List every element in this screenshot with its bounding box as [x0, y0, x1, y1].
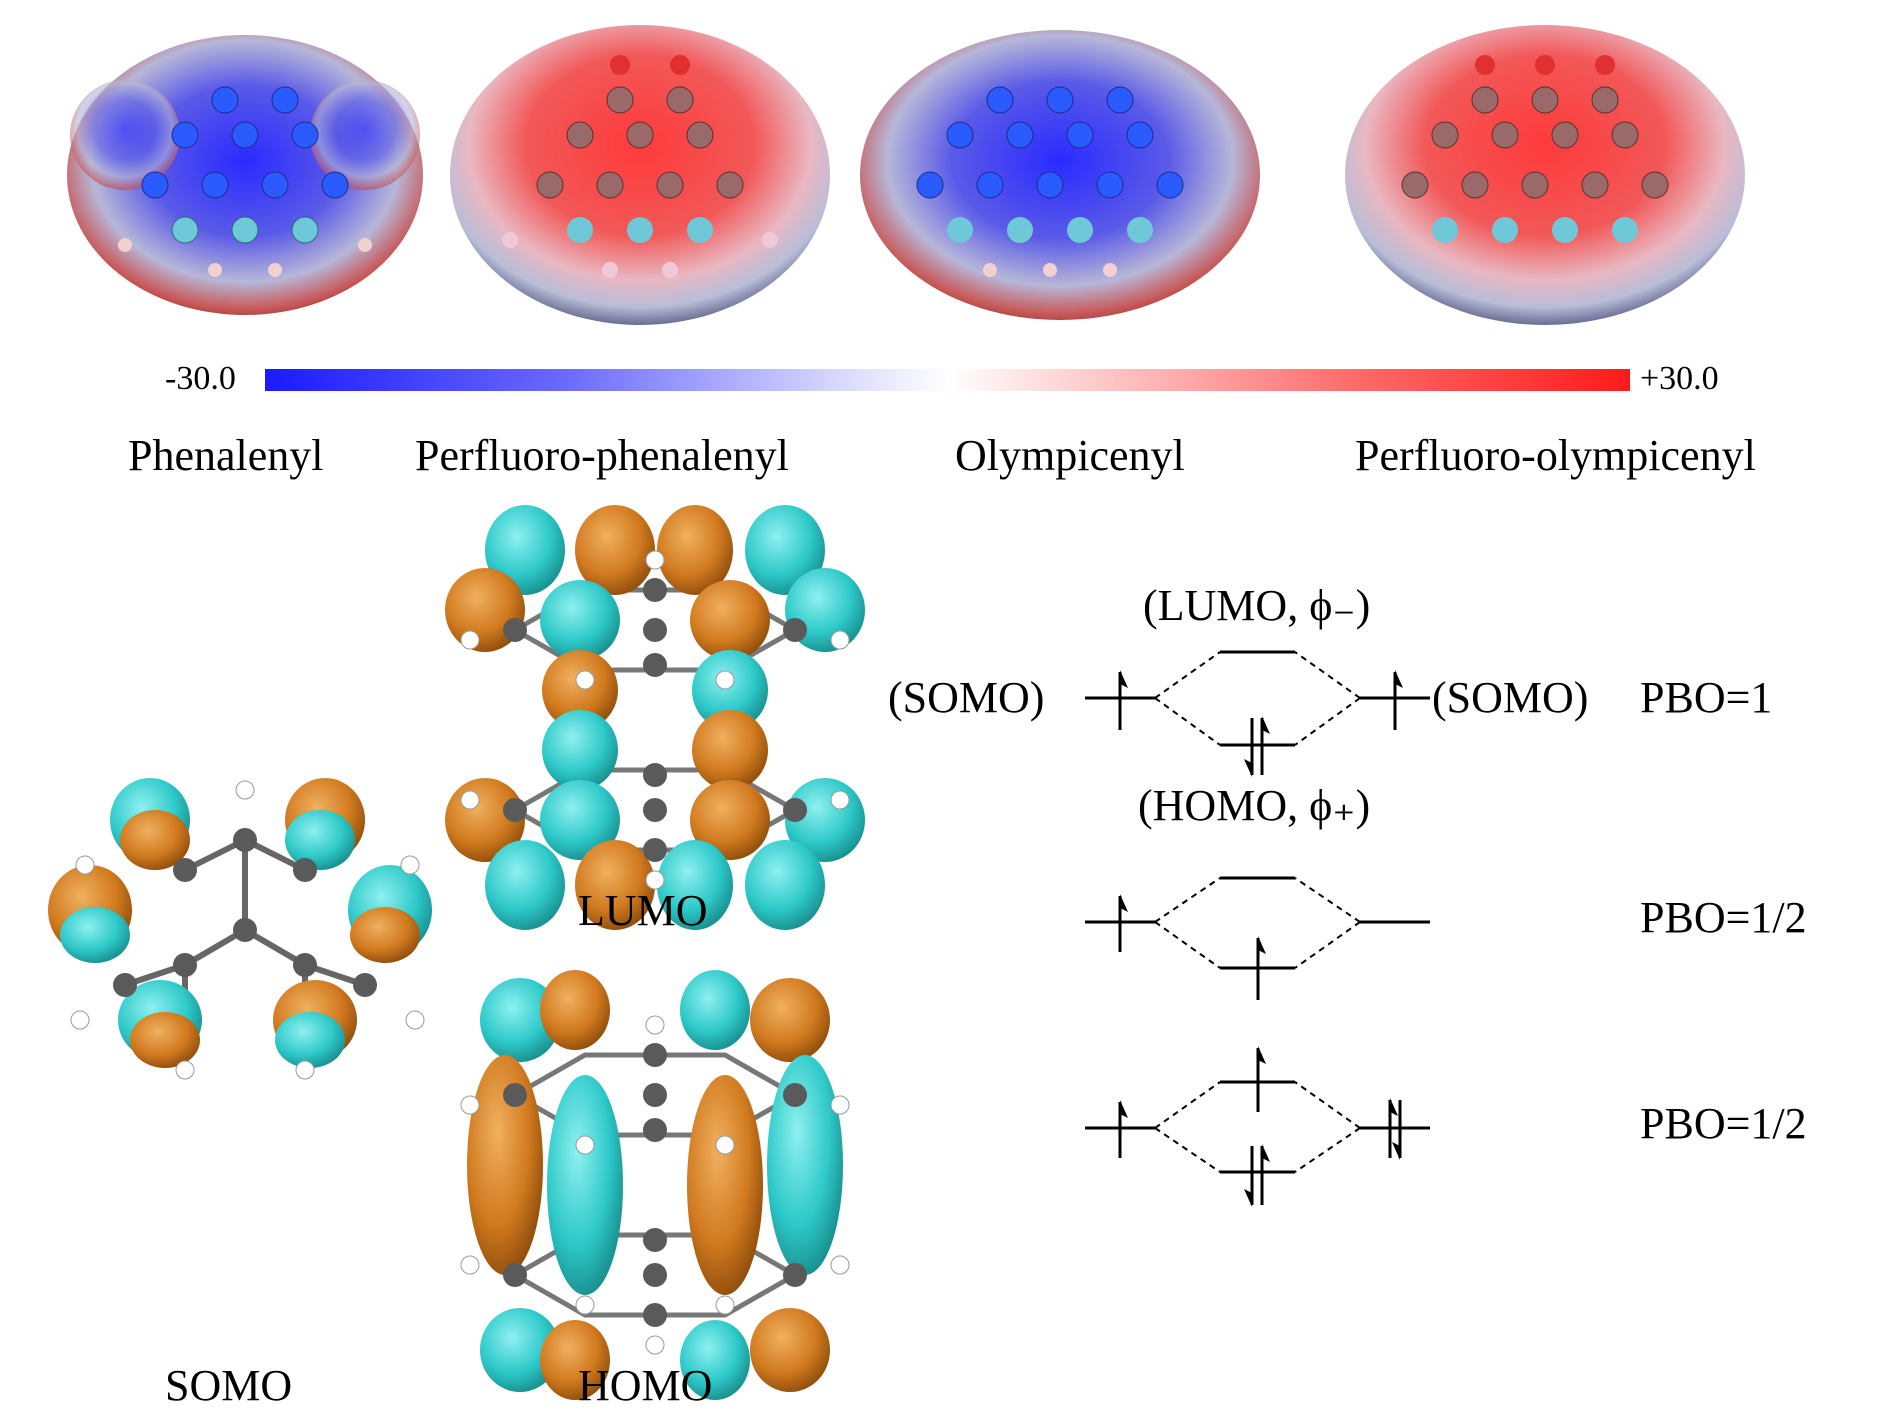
scale-min-label: -30.0	[165, 360, 236, 397]
mo-diagram-pbo-1	[1085, 650, 1430, 775]
molecule-label-olympicenyl: Olympicenyl	[955, 431, 1185, 480]
esp-maps-row	[67, 25, 1745, 325]
mo-diagram-pbo-half-a	[1085, 876, 1430, 1000]
pbo-label-2: PBO=1/2	[1640, 893, 1807, 942]
homo-label: HOMO	[578, 1361, 713, 1410]
homo-orbital	[460, 970, 850, 1400]
homo-phi-plus-label: (HOMO, ϕ₊)	[1138, 781, 1371, 830]
somo-orbital	[48, 778, 432, 1080]
somo-right-label: (SOMO)	[1432, 673, 1589, 722]
molecule-label-phenalenyl: Phenalenyl	[128, 431, 324, 480]
scale-max-label: +30.0	[1640, 360, 1719, 397]
mo-diagram-pbo-half-b	[1085, 1048, 1430, 1205]
pbo-label-3: PBO=1/2	[1640, 1099, 1807, 1148]
orbital-renderings	[48, 505, 865, 1400]
molecule-label-perfluoro-phenalenyl: Perfluoro-phenalenyl	[415, 431, 789, 480]
lumo-phi-minus-label: (LUMO, ϕ₋)	[1143, 581, 1371, 630]
molecule-label-perfluoro-olympicenyl: Perfluoro-olympicenyl	[1355, 431, 1756, 480]
esp-map-perfluoro-phenalenyl	[450, 25, 830, 325]
somo-label: SOMO	[165, 1361, 293, 1410]
esp-map-phenalenyl	[67, 35, 423, 315]
lumo-orbital	[445, 505, 865, 930]
esp-map-olympicenyl	[860, 30, 1260, 320]
lumo-label: LUMO	[578, 886, 708, 935]
esp-map-perfluoro-olympicenyl	[1345, 25, 1745, 325]
pbo-label-1: PBO=1	[1640, 673, 1773, 722]
esp-color-scale-bar	[265, 369, 1630, 391]
mo-interaction-diagram	[1085, 650, 1430, 1207]
somo-left-label: (SOMO)	[888, 673, 1045, 722]
